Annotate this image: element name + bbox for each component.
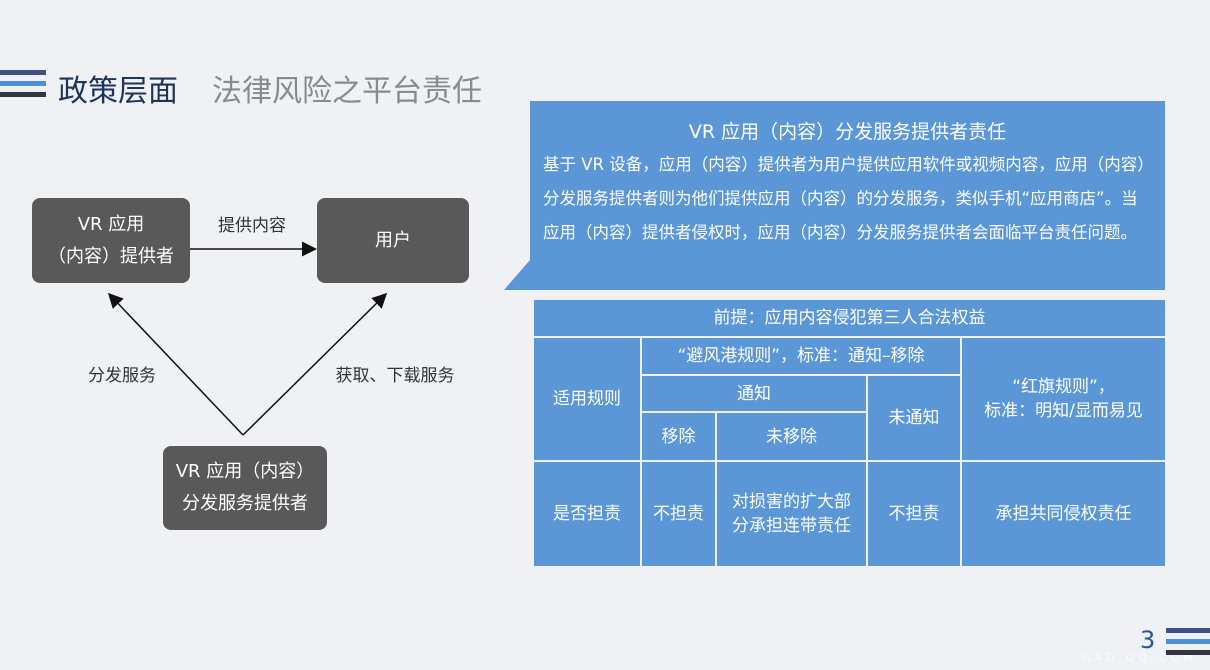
table-no-liability: 不担责: [642, 462, 715, 566]
node-label: 分发服务提供者: [182, 493, 308, 514]
watermark: GAD.QQ.COM: [1082, 651, 1197, 664]
cell-text: 标准：明知/显而易见: [984, 401, 1143, 421]
callout-title: VR 应用（内容）分发服务提供者责任: [688, 121, 1007, 143]
page-subtitle: 法律风险之平台责任: [212, 74, 482, 109]
arrow-download: [242, 292, 388, 436]
table-safe-harbor: “避风港规则”，标准：通知–移除: [642, 338, 960, 374]
footer-bar-icon: [1166, 639, 1210, 644]
menu-bar-icon: [0, 70, 46, 75]
callout-tail: [504, 260, 531, 290]
node-label: 用户: [375, 229, 411, 251]
edge-label-provide: 提供内容: [218, 216, 286, 236]
cell-text: “红旗规则”，: [1012, 377, 1115, 397]
edge-label-download: 获取、下载服务: [335, 366, 455, 386]
table-premise: 前提：应用内容侵犯第三人合法权益: [534, 300, 1165, 336]
table-notice: 通知: [642, 376, 866, 411]
table-no-liability-2: 不担责: [868, 462, 960, 566]
user-node: 用户: [317, 198, 469, 283]
cell-text: 分承担连带责任: [732, 516, 851, 536]
table-partial-liability: 对损害的扩大部 分承担连带责任: [717, 462, 866, 566]
page-title: 政策层面: [58, 74, 178, 109]
diagram-arrows: [107, 241, 388, 436]
page-number: 3: [1140, 626, 1156, 654]
table-not-removed: 未移除: [717, 413, 866, 460]
callout-body: 基于 VR 设备，应用（内容）提供者为用户提供应用软件或视频内容，应用（内容）分…: [543, 155, 1146, 242]
content-provider-node: VR 应用 （内容）提供者: [32, 198, 190, 283]
node-label: VR 应用: [77, 213, 145, 235]
table-rule-label: 适用规则: [534, 338, 640, 460]
footer-bar-icon: [1166, 628, 1210, 633]
edge-label-distribute: 分发服务: [88, 366, 156, 386]
table-joint-liability: 承担共同侵权责任: [962, 462, 1165, 566]
cell-text: 对损害的扩大部: [732, 492, 851, 512]
table-red-flag: “红旗规则”， 标准：明知/显而易见: [962, 338, 1165, 460]
menu-bar-icon: [0, 81, 46, 86]
table-removed: 移除: [642, 413, 715, 460]
node-label: （内容）提供者: [48, 245, 174, 267]
node-label: VR 应用（内容）: [175, 461, 315, 482]
arrow-distribute: [107, 292, 244, 436]
distributor-node: VR 应用（内容） 分发服务提供者: [163, 446, 327, 530]
footer-bar-icon: [1166, 650, 1210, 655]
callout-box: VR 应用（内容）分发服务提供者责任 基于 VR 设备，应用（内容）提供者为用户…: [530, 101, 1165, 290]
menu-bar-icon: [0, 92, 46, 97]
table-liability-label: 是否担责: [534, 462, 640, 566]
table-no-notice: 未通知: [868, 376, 960, 460]
